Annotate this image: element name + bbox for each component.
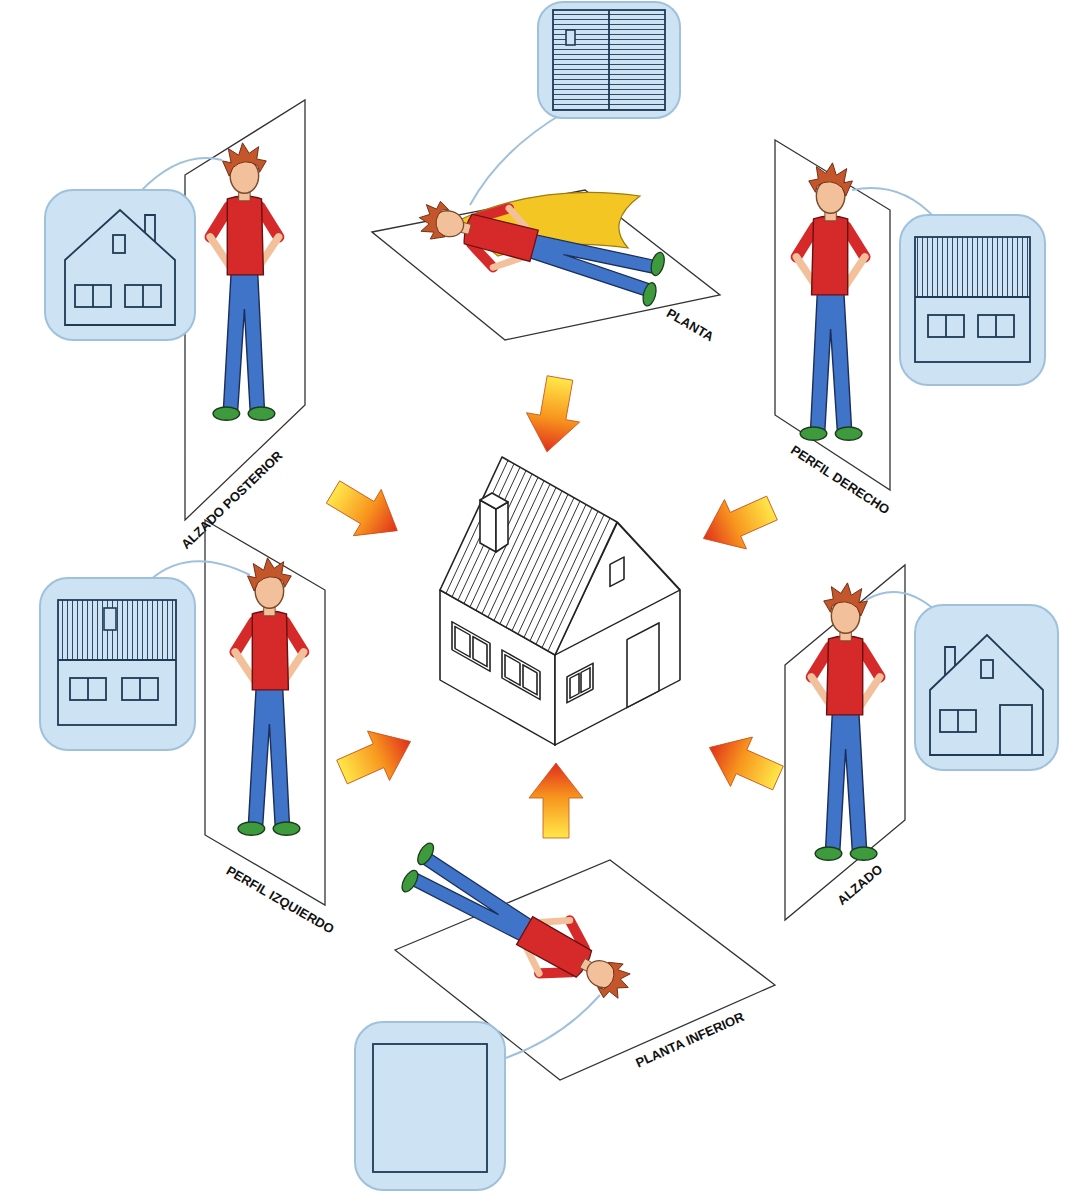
house [440, 457, 680, 745]
view-label: ALZADO POSTERIOR [176, 446, 288, 555]
view-label: PLANTA INFERIOR [631, 1007, 749, 1072]
view-bubbles [40, 2, 1058, 1190]
figures [210, 143, 880, 1016]
view-label: PERFIL DERECHO [785, 440, 894, 519]
projection-planes [185, 100, 905, 1080]
view-label: PERFIL IZQUIERDO [221, 861, 339, 939]
view-label: ALZADO [832, 860, 888, 911]
view-arrows [319, 373, 789, 838]
bubble-tails [140, 112, 935, 1060]
view-label: PLANTA [661, 303, 718, 346]
